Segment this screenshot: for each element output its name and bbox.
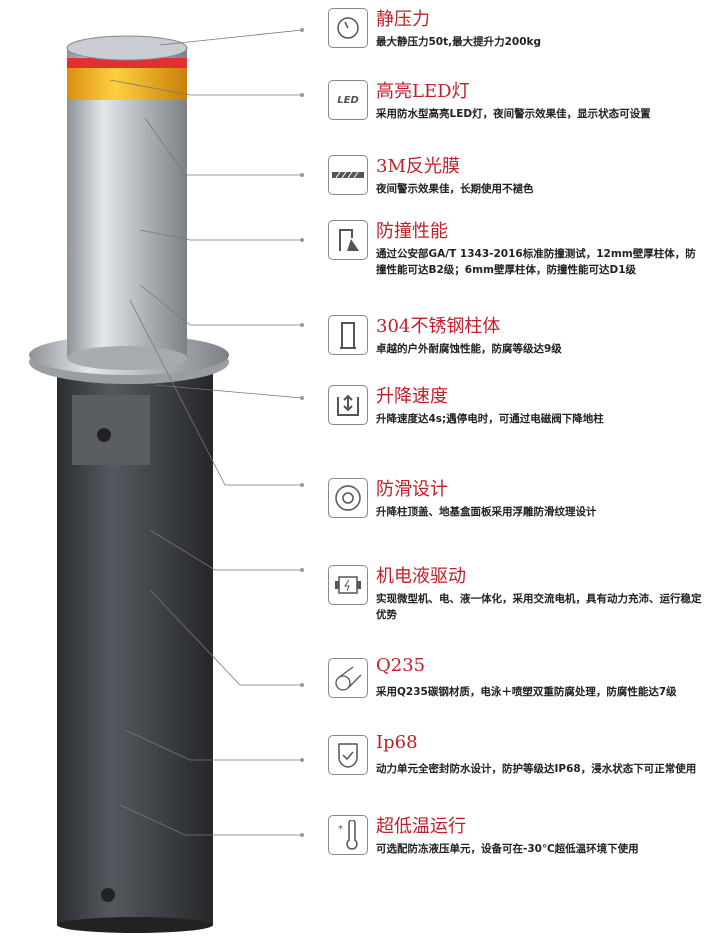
- feature-title: 超低温运行: [376, 816, 466, 837]
- feature-desc: 升降柱顶盖、地基盒面板采用浮雕防滑纹理设计: [376, 506, 597, 518]
- up-down-arrow-icon: [328, 385, 368, 425]
- feature-desc: 通过公安部GA/T 1343-2016标准防撞测试，12mm壁厚柱体，防撞性能可…: [376, 248, 696, 276]
- steel-pipe-icon: [328, 658, 368, 698]
- gauge-icon: [328, 8, 368, 48]
- leader-lines: [109, 29, 303, 836]
- feature-desc: 夜间警示效果佳，长期使用不褪色: [376, 183, 534, 195]
- feature-desc: 动力单元全密封防水设计，防护等级达IP68，浸水状态下可正常使用: [376, 763, 697, 775]
- pillar-icon: [328, 315, 368, 355]
- leader-dots: [300, 28, 304, 837]
- feature-title: 304不锈钢柱体: [376, 316, 501, 337]
- led-light-icon: LED: [328, 80, 368, 120]
- feature-title: 升降速度: [376, 386, 448, 407]
- feature-desc: 最大静压力50t,最大提升力200kg: [376, 36, 542, 48]
- feature-title: 高亮LED灯: [376, 81, 470, 102]
- motor-icon: [328, 565, 368, 605]
- shield-check-icon: [328, 735, 368, 775]
- thermometer-icon: *: [328, 815, 368, 855]
- crash-icon: [328, 220, 368, 260]
- feature-title: 防滑设计: [376, 479, 448, 500]
- feature-desc: 升降速度达4s;遇停电时，可通过电磁阀下降地柱: [376, 413, 604, 425]
- svg-text:*: *: [338, 824, 343, 835]
- feature-title: 3M反光膜: [376, 156, 460, 177]
- feature-desc: 采用防水型高亮LED灯，夜间警示效果佳，显示状态可设置: [376, 108, 651, 120]
- feature-desc: 可选配防冻液压单元，设备可在-30℃超低温环境下使用: [376, 843, 639, 855]
- feature-desc: 采用Q235碳钢材质，电泳＋喷塑双重防腐处理，防腐性能达7级: [376, 686, 677, 698]
- feature-title: 静压力: [376, 9, 430, 30]
- reflective-film-icon: [328, 155, 368, 195]
- feature-desc: 卓越的户外耐腐蚀性能，防腐等级达9级: [376, 343, 562, 355]
- upper-steel-column: [66, 35, 188, 370]
- anti-slip-icon: [328, 478, 368, 518]
- feature-title: 防撞性能: [376, 221, 448, 242]
- feature-desc: 实现微型机、电、液一体化，采用交流电机，具有动力充沛、运行稳定优势: [376, 593, 702, 621]
- feature-title: Ip68: [376, 732, 418, 753]
- feature-title: 机电液驱动: [376, 566, 466, 587]
- lower-body: [57, 360, 213, 933]
- feature-title: Q235: [376, 655, 426, 676]
